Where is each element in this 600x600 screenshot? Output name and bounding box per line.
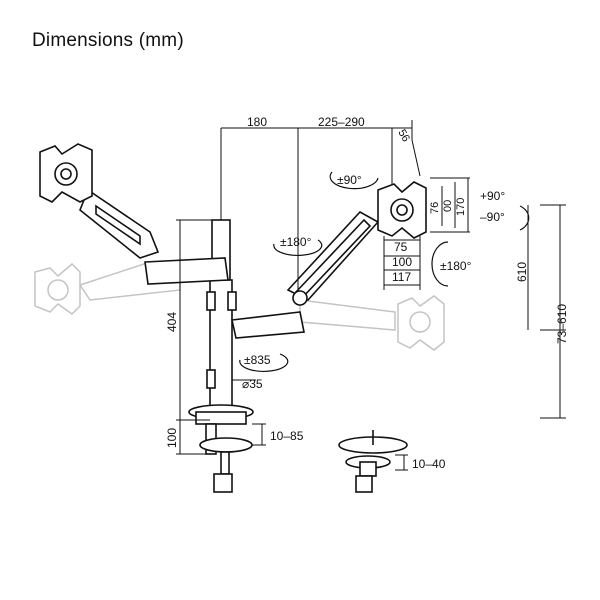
- label-arm-reach-left: 180: [247, 115, 267, 129]
- label-clamp-range: 10–85: [270, 429, 304, 443]
- label-panel-rotation: ±180°: [440, 259, 472, 273]
- label-tilt: ±90°: [337, 173, 362, 187]
- ghost-monitor-right: [299, 295, 445, 351]
- label-clamp-height: 100: [165, 428, 179, 448]
- label-vesa-100: 100: [392, 255, 412, 269]
- label-vesa-v76: 76: [429, 202, 441, 214]
- dimension-lines: [176, 120, 566, 471]
- right-monitor-plate: [377, 181, 427, 239]
- label-vesa-v100: 00: [442, 200, 454, 212]
- rotation-arcs: [239, 171, 530, 372]
- left-monitor-plate: [39, 143, 93, 203]
- label-arm-reach-right: 225–290: [318, 115, 365, 129]
- left-arm: [79, 188, 229, 285]
- pole: [206, 219, 237, 411]
- label-swivel-plus: +90°: [480, 189, 505, 203]
- label-rotation-upper: ±180°: [280, 235, 312, 249]
- label-height-73-610: 73–610: [555, 304, 569, 344]
- label-grommet-range: 10–40: [412, 457, 446, 471]
- label-vesa-v170: 170: [455, 198, 467, 216]
- label-panel-depth: 56: [395, 128, 412, 145]
- label-height-610: 610: [515, 262, 529, 282]
- label-swivel-minus: –90°: [480, 210, 505, 224]
- label-vesa-75: 75: [394, 240, 408, 254]
- label-vesa-117: 117: [392, 270, 411, 284]
- clamp-base: [188, 404, 254, 493]
- grommet-base: [338, 430, 408, 493]
- label-pole-diameter: ⌀35: [242, 377, 263, 391]
- right-arm-lower: [231, 210, 380, 339]
- page-title: Dimensions (mm): [32, 30, 184, 51]
- label-rotation-lower: ±835: [244, 353, 271, 367]
- label-pole-height: 404: [165, 312, 179, 332]
